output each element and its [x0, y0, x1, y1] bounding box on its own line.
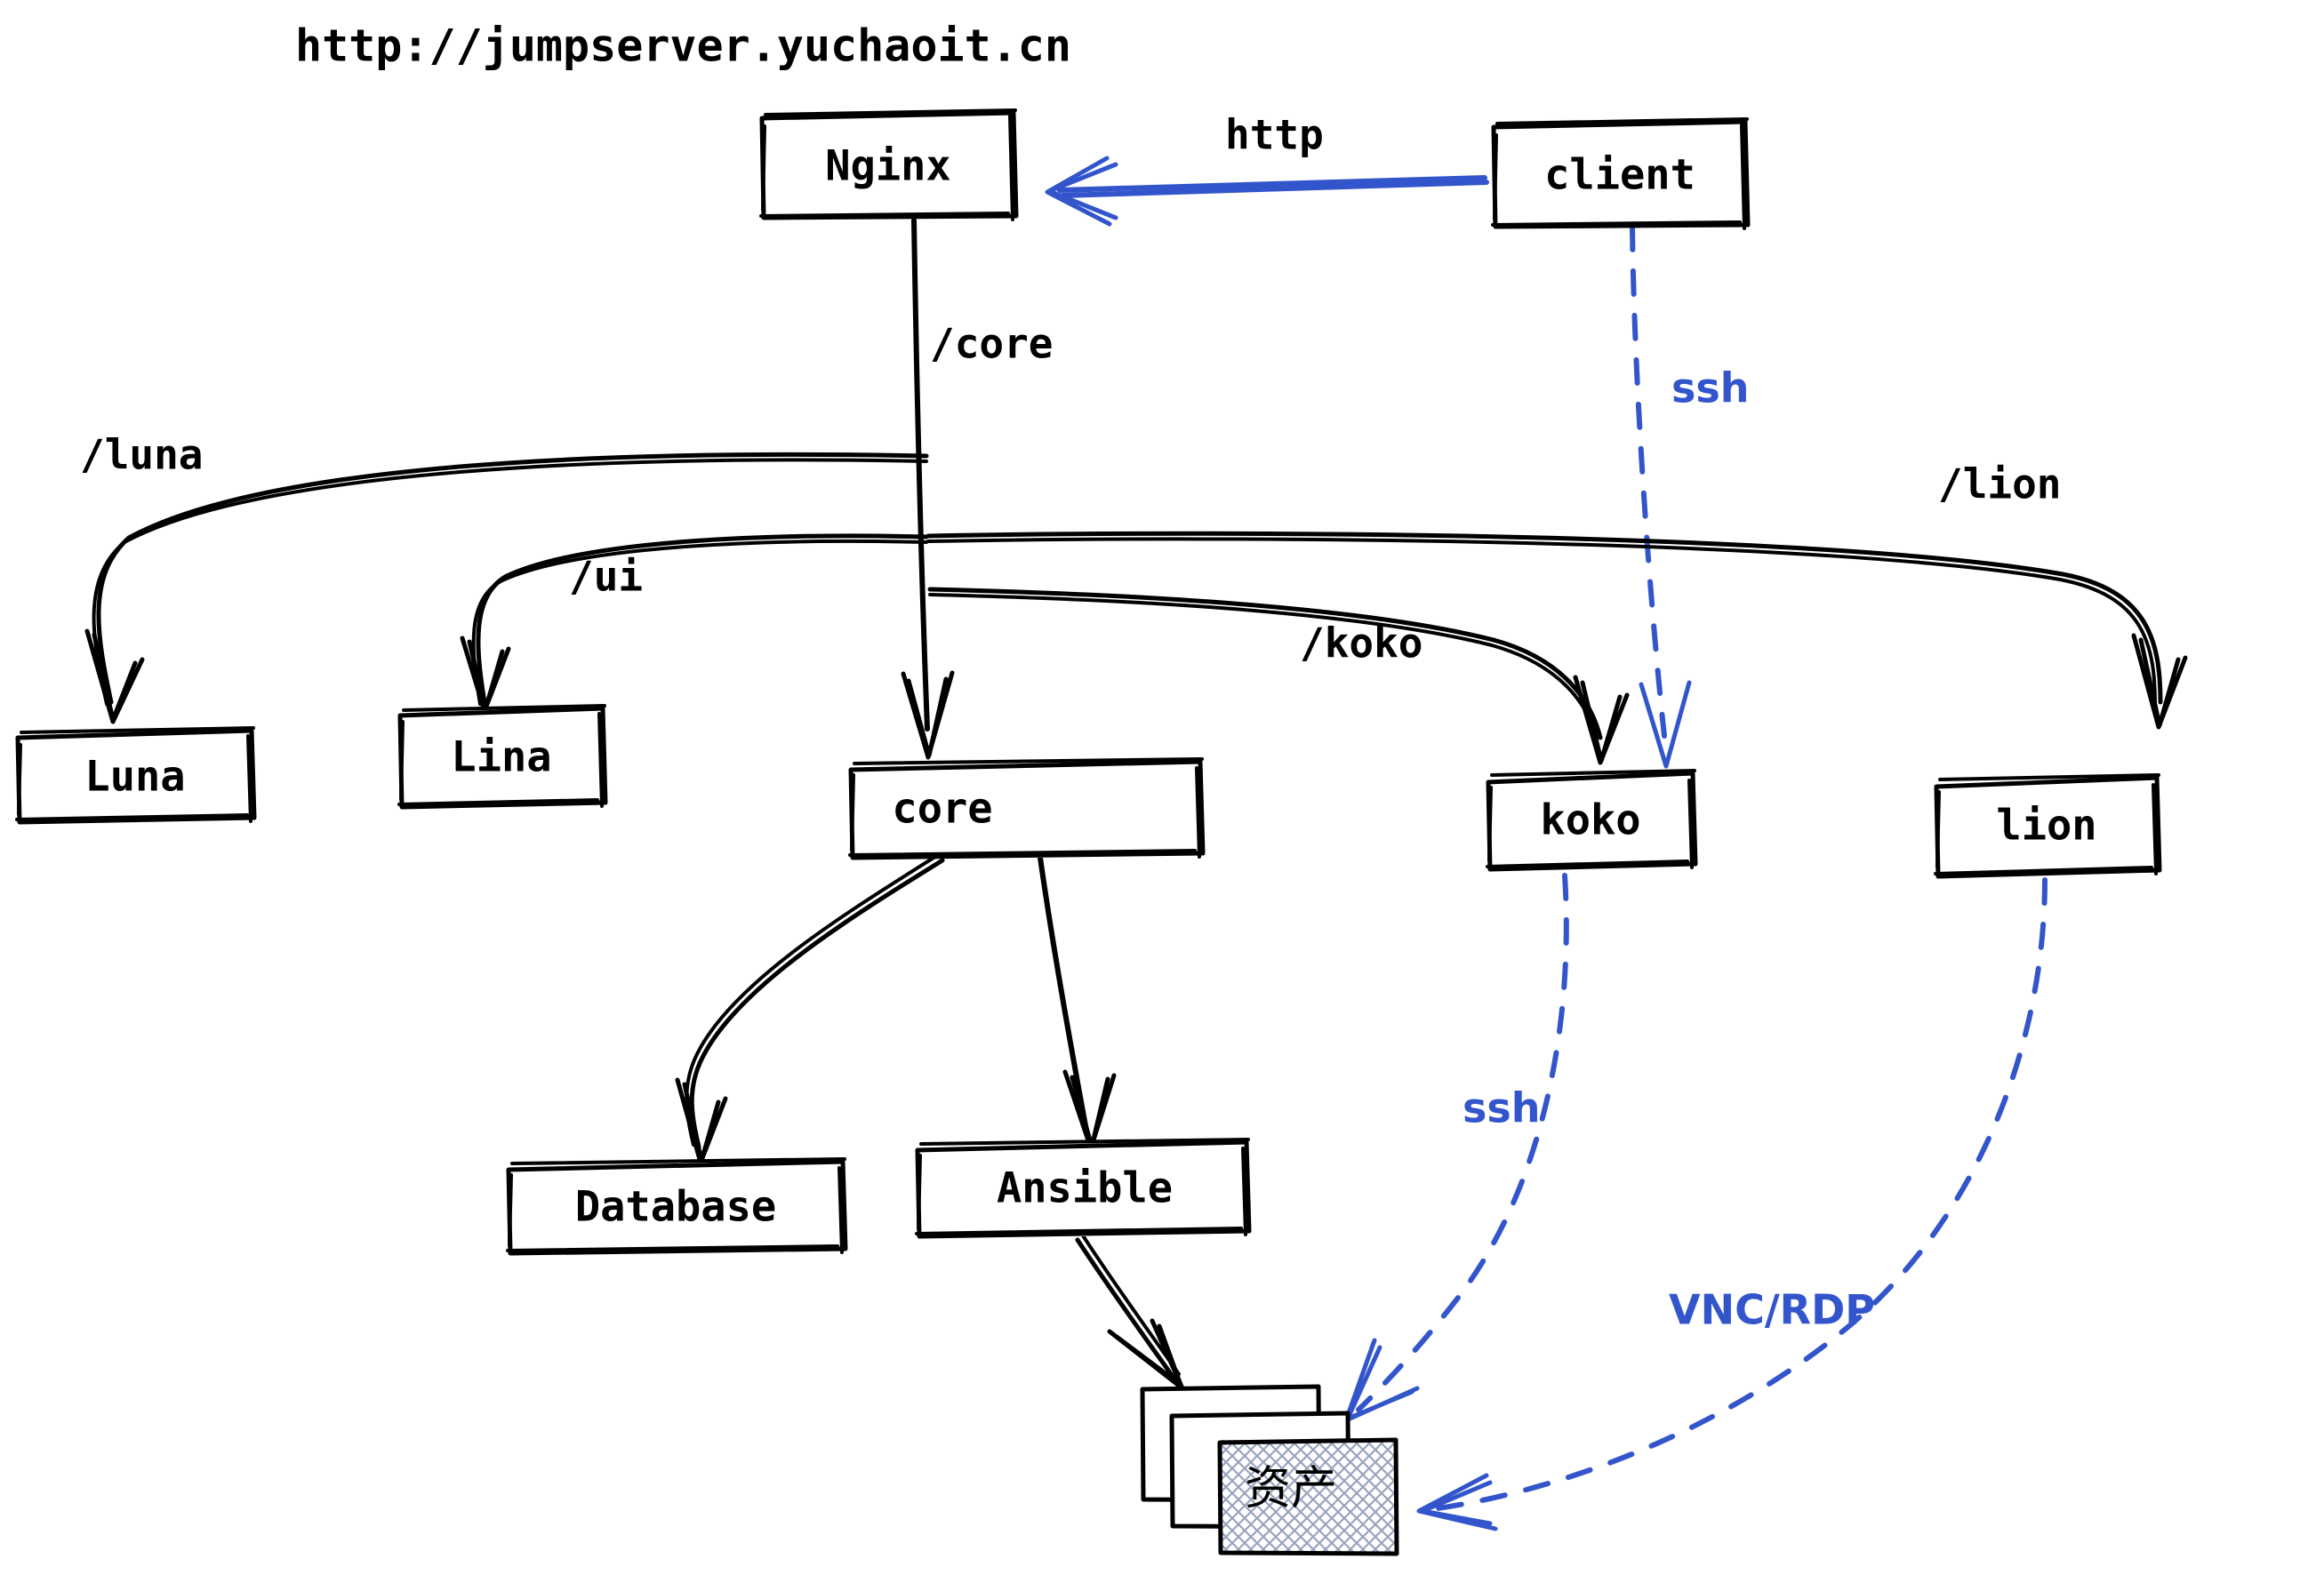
node-koko[interactable]: koko: [1486, 769, 1698, 872]
asset-stack[interactable]: 资产: [1140, 1384, 1399, 1556]
edge-koko-asset: [1343, 873, 1569, 1423]
edge-nginx-core: [901, 218, 955, 760]
edge-label-ssh-top: ssh: [1671, 364, 1750, 412]
node-database-label: Database: [575, 1183, 776, 1232]
edge-label-ui: /ui: [569, 553, 643, 601]
edge-label-core: /core: [930, 320, 1053, 368]
node-core[interactable]: core: [848, 757, 1206, 860]
node-luna-label: Luna: [84, 753, 185, 802]
node-ansible-label: Ansible: [997, 1164, 1173, 1213]
edge-label-vnc-rdp: VNC/RDP: [1669, 1286, 1875, 1334]
diagram-title: http://jumpserver.yuchaoit.cn: [295, 20, 1071, 72]
node-lina[interactable]: Lina: [397, 704, 608, 810]
node-lion-label: lion: [1996, 802, 2096, 851]
edge-label-ssh-middle: ssh: [1463, 1084, 1541, 1132]
edge-label-lion: /lion: [1938, 460, 2061, 508]
node-core-label: core: [892, 785, 992, 834]
node-lina-label: Lina: [451, 733, 551, 782]
edge-nginx-luna: [84, 452, 929, 724]
node-koko-label: koko: [1540, 796, 1640, 845]
node-luna[interactable]: Luna: [15, 726, 257, 825]
edge-nginx-lion: [926, 531, 2188, 730]
node-nginx[interactable]: Nginx: [759, 108, 1019, 221]
edge-label-luna: /luna: [80, 431, 203, 479]
edge-core-database: [675, 853, 945, 1165]
node-client[interactable]: client: [1491, 117, 1751, 230]
edge-nginx-koko: [927, 587, 1630, 765]
asset-box-front: [1217, 1437, 1399, 1556]
node-database[interactable]: Database: [506, 1157, 848, 1256]
edge-core-ansible: [1038, 855, 1117, 1151]
node-lion[interactable]: lion: [1934, 773, 2162, 879]
node-ansible[interactable]: Ansible: [915, 1138, 1252, 1239]
edge-label-http: http: [1225, 111, 1324, 159]
edge-label-koko: /koko: [1300, 620, 1422, 668]
node-client-label: client: [1544, 151, 1695, 200]
edge-lion-asset: [1416, 877, 2048, 1531]
edge-client-nginx: [1045, 156, 1489, 227]
edge-nginx-lina: [460, 533, 929, 714]
node-nginx-label: Nginx: [825, 142, 950, 191]
asset-stack-label: 资产: [1245, 1462, 1337, 1515]
edge-client-koko: [1630, 224, 1692, 769]
edge-ansible-asset: [1075, 1234, 1185, 1391]
